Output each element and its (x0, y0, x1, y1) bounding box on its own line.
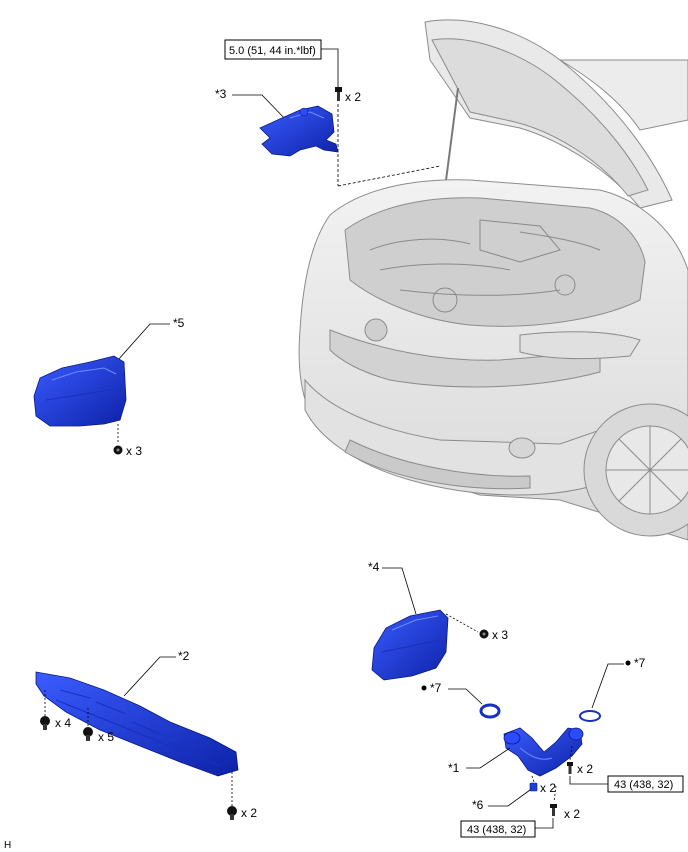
hood-inner (431, 38, 649, 197)
lower-intake (344, 439, 531, 490)
bolt-icon (227, 806, 237, 820)
gasket-right: *7 (579, 656, 646, 722)
nut-icon (479, 629, 489, 639)
svg-text:*7: *7 (634, 656, 646, 670)
part-4: *4 x 3 (368, 560, 508, 681)
svg-text:x 2: x 2 (577, 762, 593, 776)
svg-text:x 2: x 2 (241, 806, 257, 820)
emblem (364, 318, 388, 342)
vehicle-illustration (298, 19, 688, 541)
svg-text:x 5: x 5 (98, 730, 114, 744)
bolt-icon (83, 727, 93, 741)
part-2: *2 x 4 x 5 x 2 (35, 649, 257, 820)
svg-text:43 (438, 32): 43 (438, 32) (614, 779, 673, 791)
part-6: x 2 *6 (472, 775, 556, 812)
corner-letter: H (4, 840, 11, 851)
svg-text:*4: *4 (368, 560, 380, 574)
svg-text:x 4: x 4 (55, 716, 71, 730)
svg-text:x 3: x 3 (492, 628, 508, 642)
pipe-lower-bolt: x 2 43 (438, 32) (460, 785, 580, 838)
torque-box-pipe-a (607, 775, 684, 793)
pipe-upper-bolt: x 2 43 (438, 32) (567, 745, 684, 793)
part-3: *3 (215, 87, 339, 157)
svg-text:*5: *5 (173, 316, 185, 330)
part-1: *1 (448, 727, 584, 777)
svg-text:*2: *2 (178, 649, 190, 663)
svg-text:x 3: x 3 (126, 444, 142, 458)
wheel-spokes (606, 426, 688, 514)
bolt-icon (567, 762, 573, 774)
svg-text:x 2: x 2 (564, 807, 580, 821)
windshield (558, 59, 688, 131)
torque-box-top (224, 39, 322, 60)
svg-text:*1: *1 (448, 761, 460, 775)
headlight (519, 331, 641, 360)
svg-text:x 2: x 2 (345, 90, 361, 104)
svg-text:x 2: x 2 (540, 781, 556, 795)
engine-details (369, 219, 601, 313)
bullet-icon (421, 685, 427, 691)
nut-icon (113, 445, 123, 455)
front-grille (329, 329, 601, 388)
fog-lamp (508, 437, 536, 459)
svg-text:*3: *3 (215, 87, 227, 101)
top-torque-spec: 5.0 (51, 44 in.*lbf) x 2 (224, 39, 441, 187)
svg-text:5.0 (51, 44 in.*lbf): 5.0 (51, 44 in.*lbf) (229, 45, 316, 57)
bolt-icon (40, 716, 50, 730)
svg-text:*7: *7 (430, 681, 442, 695)
bolt-icon (550, 804, 557, 816)
gasket-left: *7 (421, 681, 501, 719)
part-5: *5 x 3 (33, 316, 185, 458)
bolt-icon (335, 87, 342, 101)
bullet-icon (625, 660, 631, 666)
svg-text:*6: *6 (472, 798, 484, 812)
torque-box-pipe-b (460, 820, 536, 838)
svg-text:43 (438, 32): 43 (438, 32) (467, 824, 526, 836)
